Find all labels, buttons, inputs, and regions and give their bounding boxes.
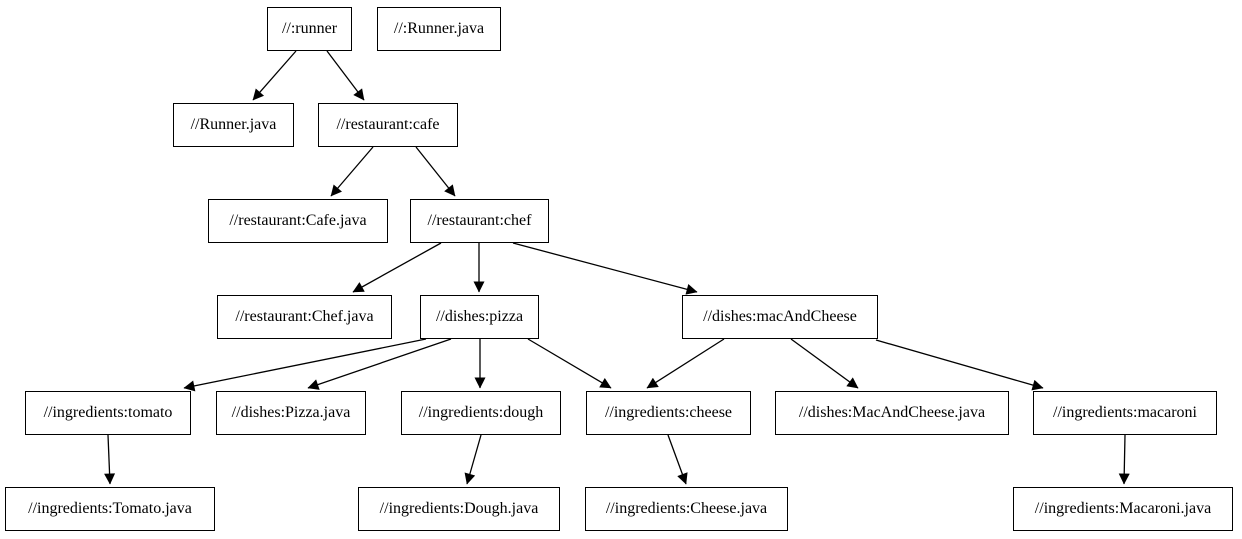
edge-chef-to-chef-java (352, 242, 442, 293)
edge-dough-to-dough-java (464, 434, 482, 485)
edge-cafe-to-cafe-java (330, 146, 374, 197)
node-runner-java-root: //:Runner.java (377, 7, 501, 51)
edge-macaroni-to-macaroni-java (1118, 434, 1130, 485)
edge-mac-and-cheese-to-mac-and-cheese-java (790, 338, 859, 389)
node-dough-java: //ingredients:Dough.java (358, 487, 560, 531)
edge-mac-and-cheese-to-cheese (646, 338, 725, 389)
node-cheese: //ingredients:cheese (586, 391, 751, 435)
edge-pizza-to-cheese (527, 338, 612, 389)
node-runner: //:runner (267, 7, 352, 51)
edge-pizza-to-pizza-java (307, 338, 452, 390)
edge-pizza-to-tomato (183, 338, 427, 392)
node-tomato-java: //ingredients:Tomato.java (5, 487, 215, 531)
node-macaroni-java: //ingredients:Macaroni.java (1013, 487, 1233, 531)
edge-runner-to-runner-java (252, 50, 297, 101)
edge-cafe-to-chef (415, 146, 456, 197)
node-mac-and-cheese: //dishes:macAndCheese (682, 295, 878, 339)
node-pizza: //dishes:pizza (420, 295, 539, 339)
edge-tomato-to-tomato-java (104, 434, 116, 485)
edge-cheese-to-cheese-java (667, 434, 688, 485)
node-dough: //ingredients:dough (401, 391, 561, 435)
node-cafe-java: //restaurant:Cafe.java (208, 199, 388, 243)
node-runner-java: //Runner.java (173, 103, 294, 147)
node-macaroni: //ingredients:macaroni (1033, 391, 1217, 435)
node-mac-and-cheese-java: //dishes:MacAndCheese.java (775, 391, 1009, 435)
node-cafe: //restaurant:cafe (318, 103, 458, 147)
edge-mac-and-cheese-to-macaroni (875, 339, 1044, 391)
node-cheese-java: //ingredients:Cheese.java (585, 487, 788, 531)
node-chef-java: //restaurant:Chef.java (217, 295, 392, 339)
edge-chef-to-mac-and-cheese (512, 242, 698, 295)
node-chef: //restaurant:chef (410, 199, 549, 243)
node-pizza-java: //dishes:Pizza.java (216, 391, 366, 435)
node-tomato: //ingredients:tomato (25, 391, 191, 435)
edge-runner-to-cafe (326, 50, 365, 101)
